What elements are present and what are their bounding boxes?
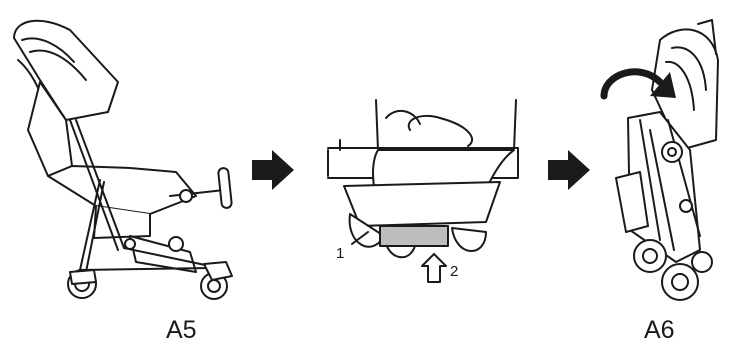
folded-stroller-illustration	[616, 20, 718, 300]
callout-1: 1	[336, 245, 344, 262]
step-label-a5: A5	[166, 316, 197, 345]
up-arrow-icon	[422, 254, 446, 282]
step-label-a6: A6	[644, 316, 675, 345]
callout-2: 2	[450, 263, 458, 280]
right-arrow-icon	[252, 150, 294, 190]
right-arrow-icon	[548, 150, 590, 190]
open-stroller-illustration	[14, 21, 232, 299]
handle-release-illustration	[328, 100, 518, 282]
